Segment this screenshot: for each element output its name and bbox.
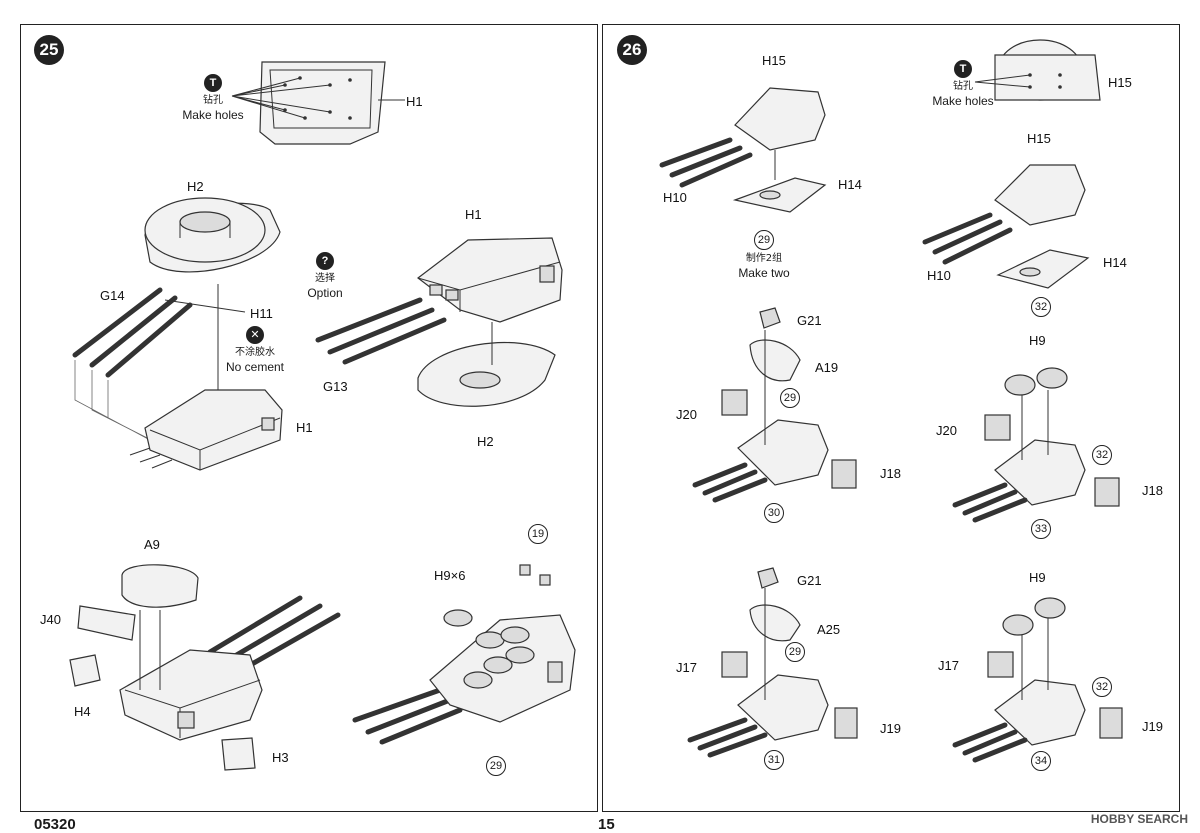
circled-29-b: 29 xyxy=(780,388,800,408)
step-25-badge: 25 xyxy=(34,35,64,65)
circled-32-a: 32 xyxy=(1031,297,1051,317)
label-h2-top: H2 xyxy=(187,179,204,194)
make-holes-note-right: T 钻孔 Make holes xyxy=(928,60,998,108)
step-26-badge: 26 xyxy=(617,35,647,65)
turret-30 xyxy=(692,307,857,503)
h9-detailed-turret xyxy=(352,564,576,745)
label-a9: A9 xyxy=(144,537,160,552)
turret-31 xyxy=(687,567,858,758)
circled-32-c: 32 xyxy=(1092,677,1112,697)
h2-base-disc xyxy=(144,197,281,420)
label-g14: G14 xyxy=(100,288,125,303)
watermark: HOBBY SEARCH xyxy=(1090,812,1188,826)
circled-29-left: 29 xyxy=(486,756,506,776)
turret-33 xyxy=(952,367,1120,523)
circled-32-b: 32 xyxy=(1092,445,1112,465)
h1-turret-body xyxy=(129,389,283,471)
label-h14-b: H14 xyxy=(1103,255,1127,270)
label-a19: A19 xyxy=(815,360,839,375)
drill-icon: T xyxy=(954,60,972,78)
turret-34 xyxy=(952,597,1123,763)
label-h10-b: H10 xyxy=(927,268,951,283)
label-a25: A25 xyxy=(817,622,841,637)
label-j20-b: J20 xyxy=(936,423,957,438)
label-j18-a: J18 xyxy=(880,466,901,481)
circled-33: 33 xyxy=(1031,519,1051,539)
option-note: ? 选择 Option xyxy=(300,252,350,300)
step-25-panel xyxy=(20,24,598,812)
label-h4: H4 xyxy=(74,704,91,719)
label-j18-b: J18 xyxy=(1142,483,1163,498)
circled-34: 34 xyxy=(1031,751,1051,771)
h15-turret-assembled xyxy=(922,164,1090,289)
label-h14-a: H14 xyxy=(838,177,862,192)
label-j40: J40 xyxy=(40,612,61,627)
circled-19: 19 xyxy=(528,524,548,544)
label-g13: G13 xyxy=(323,379,348,394)
circled-29-c: 29 xyxy=(785,642,805,662)
label-j17-a: J17 xyxy=(676,660,697,675)
label-j19-a: J19 xyxy=(880,721,901,736)
label-h9x6: H9×6 xyxy=(434,568,466,583)
circled-31: 31 xyxy=(764,750,784,770)
label-j17-b: J17 xyxy=(938,658,959,673)
label-h1-assembly: H1 xyxy=(465,207,482,222)
turret-assembly-g13 xyxy=(315,237,563,407)
label-h1-body: H1 xyxy=(296,420,313,435)
product-code: 05320 xyxy=(34,816,76,833)
page-number: 15 xyxy=(598,816,615,833)
question-icon: ? xyxy=(316,252,334,270)
label-h2-bottom: H2 xyxy=(477,434,494,449)
label-h11: H11 xyxy=(250,306,273,321)
circled-29: 29 xyxy=(754,230,774,250)
make-holes-note-left: T 钻孔 Make holes xyxy=(178,74,248,122)
circled-30: 30 xyxy=(764,503,784,523)
no-cement-note: ✕ 不涂胶水 No cement xyxy=(222,326,288,374)
label-h3: H3 xyxy=(272,750,289,765)
label-h15-a: H15 xyxy=(762,53,786,68)
a9-j40-h4-h3-assembly xyxy=(69,564,341,771)
label-g21-b: G21 xyxy=(797,573,822,588)
h15-top-view xyxy=(974,39,1101,101)
label-j19-b: J19 xyxy=(1142,719,1163,734)
make-two-note: 29 制作2组 Make two xyxy=(728,230,800,280)
h15-turret-top xyxy=(659,87,827,213)
label-j20-a: J20 xyxy=(676,407,697,422)
no-glue-icon: ✕ xyxy=(246,326,264,344)
g14-barrels xyxy=(72,287,246,456)
label-h1-top: H1 xyxy=(406,94,423,109)
label-g21-a: G21 xyxy=(797,313,822,328)
label-h9-b: H9 xyxy=(1029,570,1046,585)
label-h10-a: H10 xyxy=(663,190,687,205)
drill-icon: T xyxy=(204,74,222,92)
label-h15-b: H15 xyxy=(1108,75,1132,90)
label-h9-a: H9 xyxy=(1029,333,1046,348)
step-26-panel xyxy=(602,24,1180,812)
h1-top-view xyxy=(231,61,405,145)
label-h15-c: H15 xyxy=(1027,131,1051,146)
